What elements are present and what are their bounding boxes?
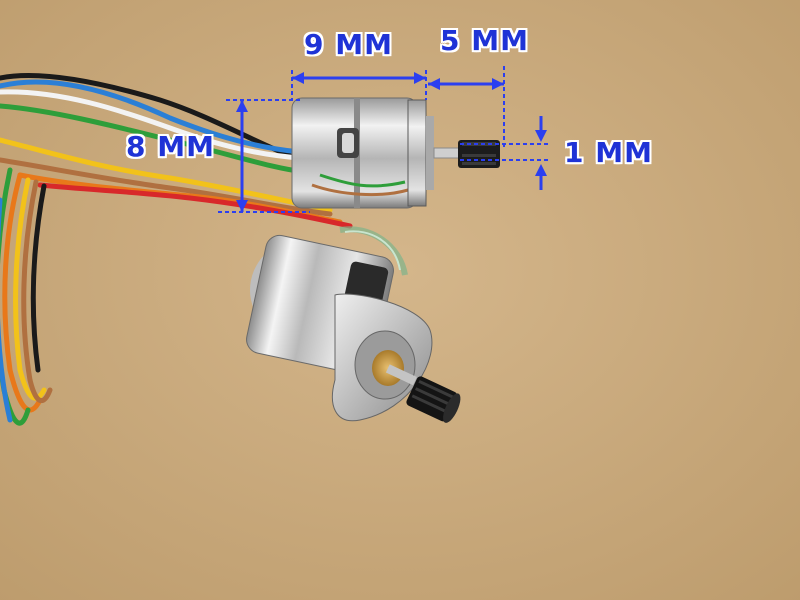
stepper-motor-bottom (246, 226, 461, 423)
dimension-1mm-arrow (460, 116, 548, 190)
dimension-lines (218, 66, 548, 213)
dimension-5mm-arrow (428, 66, 505, 150)
dimension-label-9mm: 9 MM (304, 28, 393, 61)
stepper-motor-top (291, 97, 500, 209)
dimension-label-1mm: 1 MM (564, 136, 653, 169)
dimension-label-5mm: 5 MM (440, 24, 529, 57)
dimension-9mm-arrow (291, 70, 427, 100)
wire-bundle (0, 72, 353, 426)
dimension-label-8mm: 8 MM (126, 130, 215, 163)
dimension-8mm-arrow (218, 99, 310, 213)
